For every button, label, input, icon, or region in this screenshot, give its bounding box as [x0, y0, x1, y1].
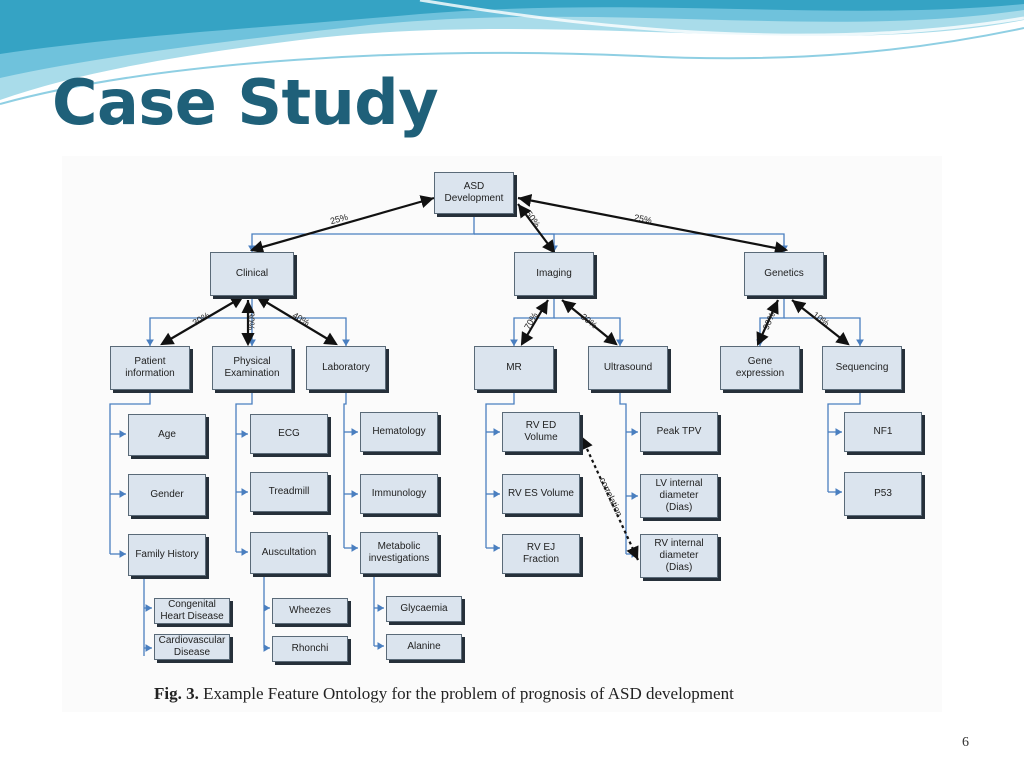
caption-label: Fig. 3. [154, 684, 199, 703]
ontology-connectors [109, 194, 864, 656]
node-physical-examination: Physical Examination [212, 346, 292, 390]
node-p53: P53 [844, 472, 922, 516]
node-treadmill: Treadmill [250, 472, 328, 512]
node-gender: Gender [128, 474, 206, 516]
node-ultrasound: Ultrasound [588, 346, 668, 390]
node-hematology: Hematology [360, 412, 438, 452]
node-rv-ed-volume: RV ED Volume [502, 412, 580, 452]
node-rv-ej-fraction: RV EJ Fraction [502, 534, 580, 574]
caption-text: Example Feature Ontology for the problem… [203, 684, 734, 703]
node-rv-es-volume: RV ES Volume [502, 474, 580, 514]
node-imaging: Imaging [514, 252, 594, 296]
node-auscultation: Auscultation [250, 532, 328, 574]
header-wave-decoration [0, 0, 1024, 105]
node-sequencing: Sequencing [822, 346, 902, 390]
node-mr: MR [474, 346, 554, 390]
node-wheezes: Wheezes [272, 598, 348, 624]
ontology-figure: 25% 50% 25% 30% 30% 40% 70% 30% 90% 10% … [62, 156, 942, 712]
node-rv-internal-diameter: RV internal diameter (Dias) [640, 534, 718, 578]
node-alanine: Alanine [386, 634, 462, 660]
node-asd-development: ASD Development [434, 172, 514, 214]
weight-clinical-physical: 30% [246, 311, 257, 331]
node-clinical: Clinical [210, 252, 294, 296]
node-laboratory: Laboratory [306, 346, 386, 390]
node-congenital-heart-disease: Congenital Heart Disease [154, 598, 230, 624]
node-ecg: ECG [250, 414, 328, 454]
page-number: 6 [962, 735, 969, 750]
node-immunology: Immunology [360, 474, 438, 514]
node-nf1: NF1 [844, 412, 922, 452]
node-rhonchi: Rhonchi [272, 636, 348, 662]
node-peak-tpv: Peak TPV [640, 412, 718, 452]
figure-caption: Fig. 3. Example Feature Ontology for the… [154, 684, 734, 704]
node-metabolic-investigations: Metabolic investigations [360, 532, 438, 574]
node-patient-information: Patient information [110, 346, 190, 390]
node-lv-internal-diameter: LV internal diameter (Dias) [640, 474, 718, 518]
node-gene-expression: Gene expression [720, 346, 800, 390]
node-age: Age [128, 414, 206, 456]
slide-title: Case Study [52, 66, 439, 139]
node-cardiovascular-disease: Cardiovascular Disease [154, 634, 230, 660]
node-family-history: Family History [128, 534, 206, 576]
node-genetics: Genetics [744, 252, 824, 296]
node-glycaemia: Glycaemia [386, 596, 462, 622]
